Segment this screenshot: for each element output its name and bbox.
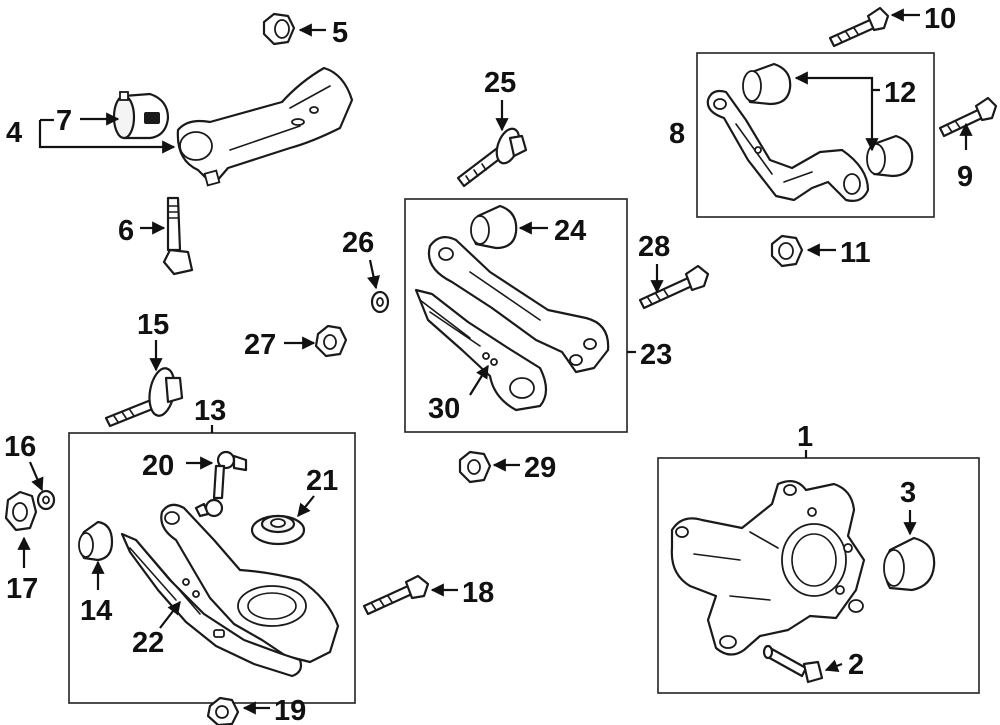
callout-18: 18 xyxy=(462,577,494,609)
bolt-part-15 xyxy=(104,367,184,428)
knuckle-part-1 xyxy=(670,479,866,656)
callout-24: 24 xyxy=(554,215,586,247)
bolt-part-2 xyxy=(762,644,824,684)
callout-12: 12 xyxy=(884,77,916,109)
callout-25: 25 xyxy=(484,67,516,99)
bolt-part-9 xyxy=(938,96,998,138)
bushing-part-24 xyxy=(470,204,518,250)
bolt-part-18 xyxy=(362,574,430,616)
lower-arm-part-23 xyxy=(427,235,610,374)
callout-3: 3 xyxy=(900,477,916,509)
bushing-part-14 xyxy=(78,520,114,562)
nut-part-5 xyxy=(262,12,296,46)
callout-28: 28 xyxy=(638,231,670,263)
callout-2: 2 xyxy=(848,649,864,681)
callout-30: 30 xyxy=(428,393,460,425)
bolt-part-6 xyxy=(162,196,194,276)
knuckle-group-box xyxy=(657,457,980,694)
lower-spring-arm-part-13 xyxy=(160,503,340,664)
upper-control-arm-part-8 xyxy=(706,89,870,202)
callout-20: 20 xyxy=(142,450,174,482)
callout-29: 29 xyxy=(524,452,556,484)
nut-part-19 xyxy=(206,696,240,725)
callout-5: 5 xyxy=(332,17,348,49)
washer-part-16 xyxy=(36,489,56,511)
callout-6: 6 xyxy=(118,215,134,247)
washer-part-26 xyxy=(370,290,390,314)
callout-22: 22 xyxy=(132,627,164,659)
nut-part-17 xyxy=(4,490,38,532)
bolt-part-25 xyxy=(456,127,528,188)
callout-14: 14 xyxy=(80,595,112,627)
lower-spring-arm-cover-part-22 xyxy=(120,532,303,678)
callout-1: 1 xyxy=(797,421,813,453)
leader-lines xyxy=(17,8,973,715)
trailing-arm-part-4 xyxy=(176,66,354,187)
spring-link-part-30 xyxy=(414,288,548,412)
callout-27: 27 xyxy=(244,329,276,361)
bushing-part-7 xyxy=(112,91,170,140)
callout-15: 15 xyxy=(137,309,169,341)
nut-part-27 xyxy=(314,324,348,358)
callout-19: 19 xyxy=(274,695,306,725)
bolt-part-28 xyxy=(638,264,710,310)
stabilizer-link-part-20 xyxy=(194,450,248,518)
bushing-part-12-upper xyxy=(742,62,792,106)
callout-7: 7 xyxy=(56,105,72,137)
callout-11: 11 xyxy=(840,237,871,269)
callout-8: 8 xyxy=(669,118,685,150)
callout-13: 13 xyxy=(194,395,226,427)
callout-16: 16 xyxy=(4,431,36,463)
bolt-part-10 xyxy=(828,6,890,48)
callout-labels: 1 2 3 4 5 6 7 8 9 10 11 12 13 14 15 16 1… xyxy=(4,3,973,725)
callout-23: 23 xyxy=(640,339,672,371)
bushing-part-12-lower xyxy=(866,134,914,178)
callout-9: 9 xyxy=(957,161,973,193)
nut-part-11 xyxy=(770,234,804,268)
callout-4: 4 xyxy=(6,117,22,149)
callout-17: 17 xyxy=(6,573,38,605)
lower-arm-group-box xyxy=(404,198,628,433)
nut-part-29 xyxy=(458,450,492,484)
callout-26: 26 xyxy=(342,227,374,259)
upper-arm-group-box xyxy=(696,52,935,218)
spring-pad-part-21 xyxy=(250,514,306,546)
callout-10: 10 xyxy=(924,3,956,35)
callout-21: 21 xyxy=(306,465,338,497)
bushing-part-3 xyxy=(883,536,936,592)
